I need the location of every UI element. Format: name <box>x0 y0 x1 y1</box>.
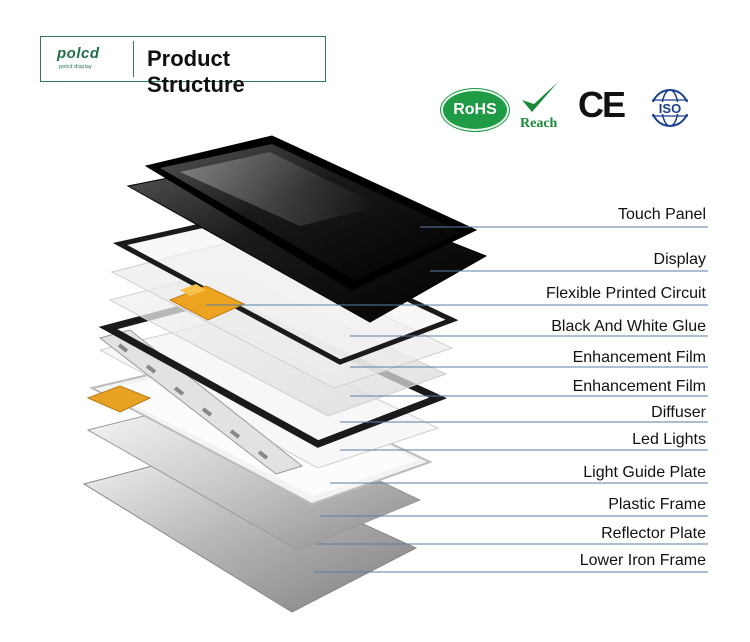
logo-subtext: polcd display <box>59 64 92 70</box>
label-led-lights: Led Lights <box>632 431 706 448</box>
label-enhancement-film-2: Enhancement Film <box>572 378 706 395</box>
brand-logo: polcd polcd display <box>49 41 134 77</box>
page-title: Product Structure <box>147 46 245 97</box>
rohs-badge: RoHS <box>441 89 509 131</box>
label-enhancement-film-1: Enhancement Film <box>572 349 706 366</box>
label-reflector-plate: Reflector Plate <box>601 525 706 542</box>
iso-globe-icon: ISO <box>651 89 689 127</box>
iso-label: ISO <box>659 101 681 116</box>
label-flexible-printed-circuit: Flexible Printed Circuit <box>545 285 706 302</box>
label-diffuser: Diffuser <box>651 404 706 421</box>
iso-badge: ISO <box>648 88 692 128</box>
leader-lines <box>206 226 708 573</box>
label-lower-iron-frame: Lower Iron Frame <box>579 552 706 569</box>
label-touch-panel: Touch Panel <box>617 206 706 223</box>
label-light-guide-plate: Light Guide Plate <box>583 464 706 481</box>
header-box: polcd polcd display Product Structure <box>40 36 326 97</box>
fpc-tail <box>86 385 152 413</box>
layer-diffuser <box>112 215 459 365</box>
ce-mark: CE <box>578 84 626 125</box>
label-plastic-frame: Plastic Frame <box>608 496 706 513</box>
logo-text: polcd <box>57 45 100 62</box>
reach-label: Reach <box>520 116 558 131</box>
rohs-label: RoHS <box>453 101 497 118</box>
checkmark-icon <box>522 82 558 112</box>
label-display: Display <box>653 251 706 268</box>
reach-badge: Reach <box>516 80 564 132</box>
label-black-and-white-glue: Black And White Glue <box>551 318 706 335</box>
led-chips <box>117 343 269 460</box>
